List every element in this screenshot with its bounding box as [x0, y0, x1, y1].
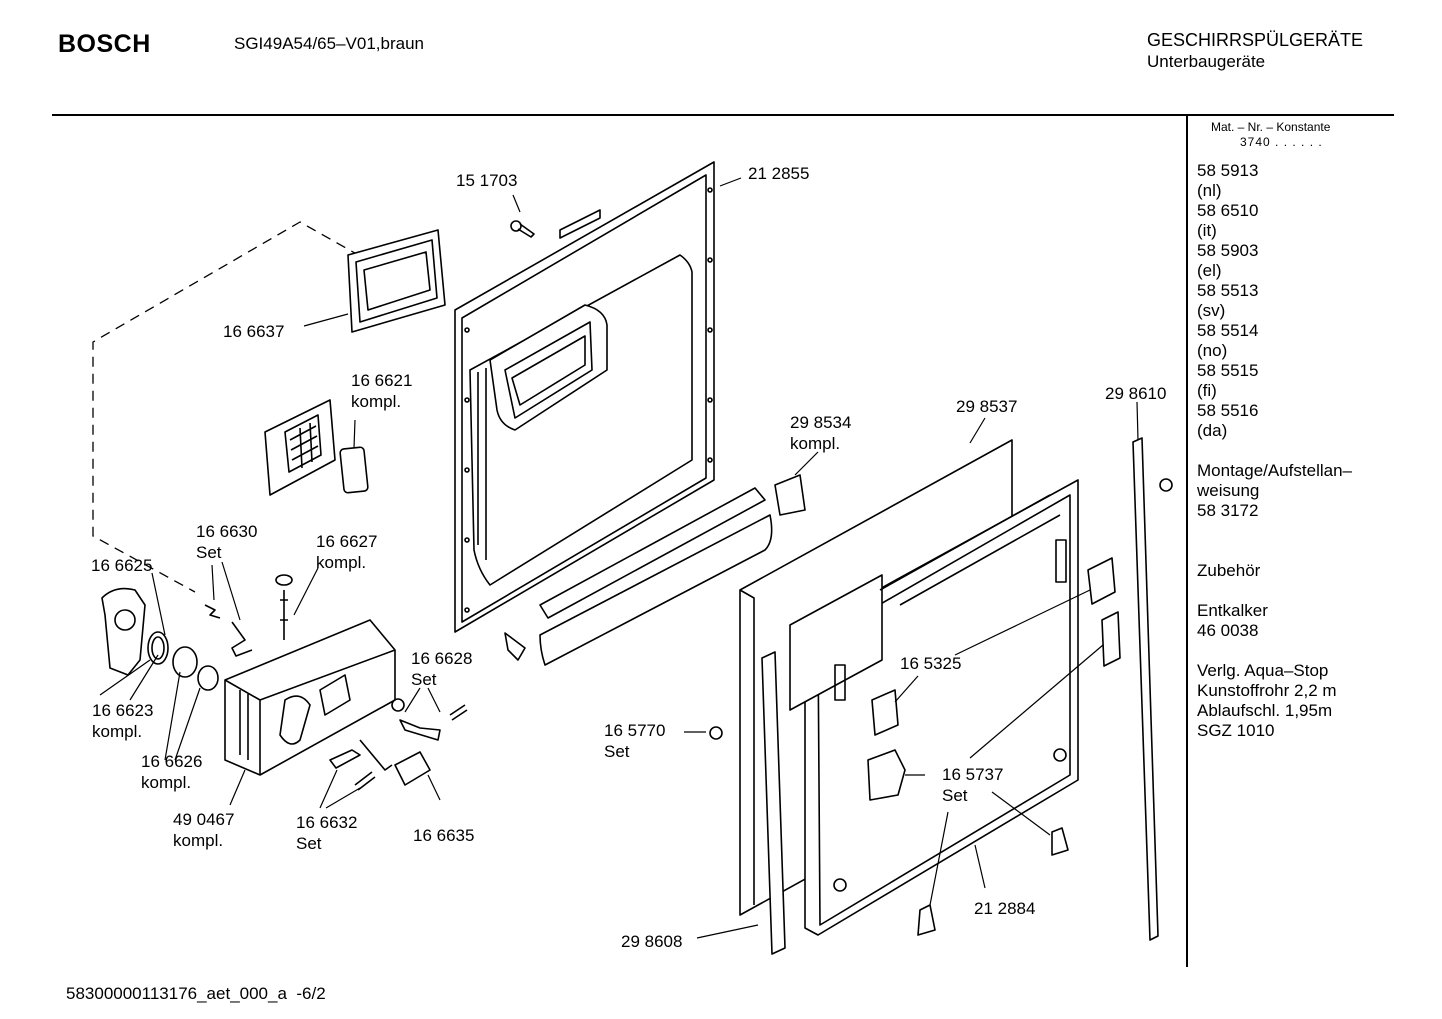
- bracket: [504, 632, 526, 661]
- sidebar-line: 58 5515: [1197, 361, 1259, 380]
- sidebar-line: 58 3172: [1197, 501, 1259, 520]
- header-rule: [52, 114, 1394, 116]
- footer-doc-id: 58300000113176_aet_000_a -6/2: [66, 984, 326, 1003]
- hinge-bracket: [1101, 611, 1121, 667]
- part-label: 15 1703: [456, 171, 518, 190]
- part-label: 21 2884: [974, 899, 1036, 918]
- sidebar-line: Montage/Aufstellan–: [1197, 461, 1352, 480]
- sidebar-line: 58 5913: [1197, 161, 1259, 180]
- mounting-bracket: [867, 749, 906, 801]
- mounting-bracket: [917, 904, 936, 936]
- door-panel: [789, 479, 1079, 936]
- spring: [204, 604, 221, 619]
- side-strip: [761, 651, 786, 955]
- part-label: 16 5325: [900, 654, 962, 673]
- category-title: GESCHIRRSPÜLGERÄTE: [1147, 30, 1364, 50]
- sidebar-line: (fi): [1197, 381, 1217, 400]
- part-label: 29 8537: [956, 397, 1018, 416]
- dispenser-recess: [489, 304, 608, 431]
- sidebar-line: (el): [1197, 261, 1222, 280]
- brand-logo: BOSCH: [58, 30, 151, 58]
- ball: [391, 698, 405, 712]
- inner-door-frame: [454, 161, 715, 633]
- part-label: 16 6635: [413, 826, 475, 845]
- sidebar-line: (nl): [1197, 181, 1222, 200]
- sidebar-line: (da): [1197, 421, 1228, 440]
- hinge-bracket: [871, 689, 899, 736]
- reference-dashed-line: [92, 221, 361, 593]
- dispenser-window: [347, 229, 446, 333]
- lever: [231, 621, 253, 657]
- sidebar-line: 46 0038: [1197, 621, 1259, 640]
- sidebar-line: (it): [1197, 221, 1217, 240]
- mounting-bracket: [1051, 827, 1069, 856]
- wire-spring: [359, 739, 393, 771]
- model-number: SGI49A54/65–V01,braun: [234, 34, 424, 53]
- material-constant: 3740 . . . . . .: [1240, 135, 1323, 149]
- sidebar-line: 58 6510: [1197, 201, 1259, 220]
- sidebar-line: weisung: [1197, 481, 1260, 500]
- sidebar-line: (no): [1197, 341, 1228, 360]
- sidebar-divider: [1186, 115, 1188, 967]
- sidebar-line: 58 5903: [1197, 241, 1259, 260]
- seal-ring: [147, 631, 169, 665]
- sidebar-line: SGZ 1010: [1197, 721, 1275, 740]
- rinse-aid-cap: [172, 646, 198, 678]
- part-label: 16 6625: [91, 556, 153, 575]
- sidebar-line: Entkalker: [1197, 601, 1268, 620]
- latch-part: [329, 749, 361, 769]
- spring-small: [354, 771, 376, 791]
- part-label: 29 8610: [1105, 384, 1167, 403]
- sidebar-line: (sv): [1197, 301, 1226, 320]
- material-number-heading: Mat. – Nr. – Konstante: [1211, 120, 1331, 134]
- dispenser-cover: [264, 399, 369, 496]
- hinge-bracket: [1087, 557, 1116, 605]
- plug: [709, 726, 723, 740]
- side-strip: [1132, 437, 1159, 941]
- sidebar-parts-list: 58 5913 (nl) 58 6510 (it) 58 5903 (el) 5…: [1197, 161, 1387, 741]
- side-strip-plug: [1159, 478, 1173, 492]
- part-label: 16 6637: [223, 322, 285, 341]
- latch-lever: [399, 719, 441, 741]
- float-pin: [275, 574, 293, 640]
- spring-small: [449, 704, 468, 721]
- part-label: 21 2855: [748, 164, 810, 183]
- screw: [510, 220, 535, 238]
- door-rail: [504, 474, 806, 666]
- o-ring: [197, 665, 219, 691]
- sidebar-line: Ablaufschl. 1,95m: [1197, 701, 1333, 720]
- sidebar-line: 58 5514: [1197, 321, 1259, 340]
- sidebar-line: Kunstoffrohr 2,2 m: [1197, 681, 1337, 700]
- part-label: 29 8608: [621, 932, 683, 951]
- sidebar-line: Verlg. Aqua–Stop: [1197, 661, 1329, 680]
- sidebar-line: Zubehör: [1197, 561, 1261, 580]
- sidebar-line: 58 5513: [1197, 281, 1259, 300]
- bracket: [774, 474, 806, 516]
- switch: [394, 751, 431, 786]
- sidebar-line: 58 5516: [1197, 401, 1259, 420]
- dispenser-cap: [101, 587, 146, 676]
- subcategory-title: Unterbaugeräte: [1147, 52, 1266, 71]
